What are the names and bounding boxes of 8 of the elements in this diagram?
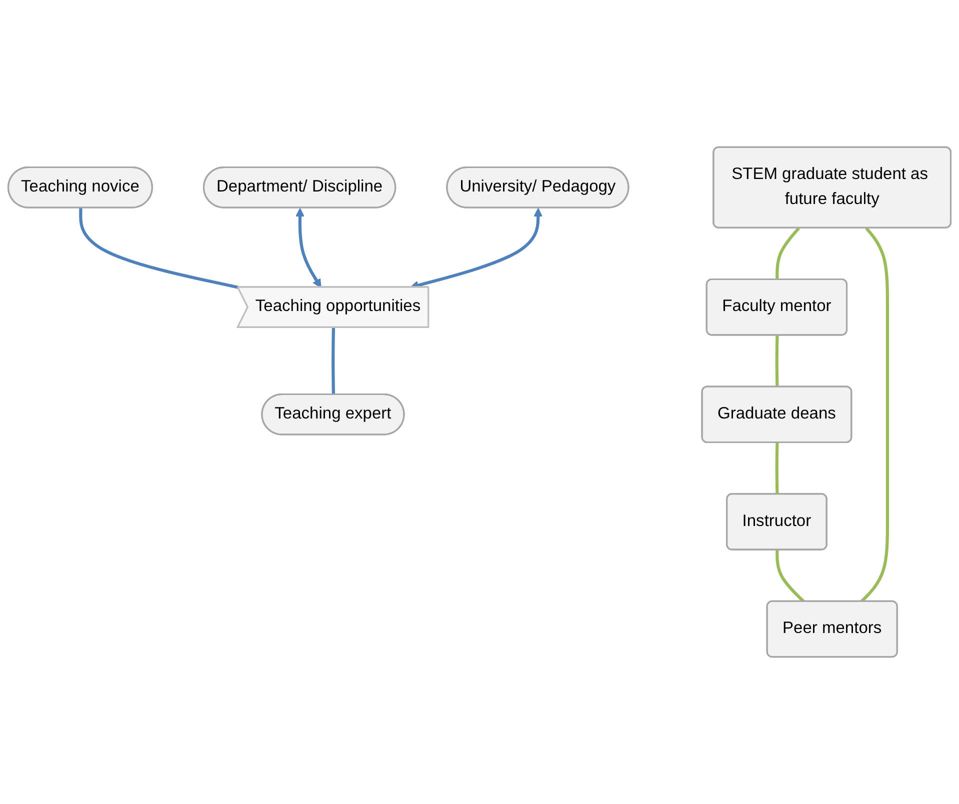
connector: [775, 442, 779, 494]
connector: [332, 328, 336, 395]
connector: [776, 550, 805, 603]
connector: [775, 335, 779, 388]
connector: [860, 227, 890, 603]
connector: [79, 208, 240, 289]
connector: [776, 227, 800, 280]
arrow: [295, 208, 322, 288]
